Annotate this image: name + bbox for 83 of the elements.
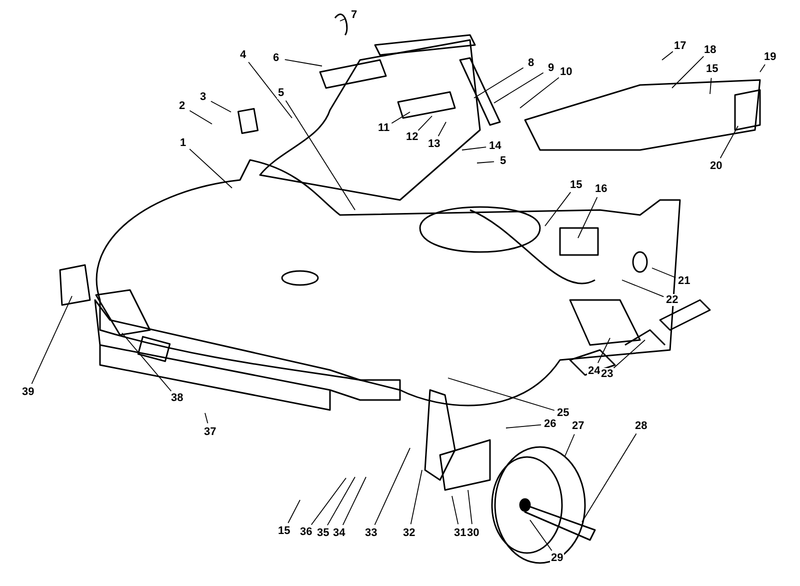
leader-line xyxy=(438,122,446,137)
callout-number: 15 xyxy=(277,525,292,537)
leader-line xyxy=(122,332,172,392)
leader-line xyxy=(448,378,555,411)
callout-number: 34 xyxy=(332,527,346,539)
callout-number: 16 xyxy=(594,183,608,195)
leader-line xyxy=(476,161,494,164)
leader-line xyxy=(506,424,542,428)
callout-number: 4 xyxy=(239,49,248,61)
leader-line xyxy=(418,116,432,131)
leader-line xyxy=(327,476,356,526)
callout-number: 38 xyxy=(170,392,184,404)
callout-number: 6 xyxy=(272,52,280,64)
callout-number: 13 xyxy=(427,138,442,150)
leader-line xyxy=(564,434,575,456)
leader-line xyxy=(597,338,610,364)
leader-line xyxy=(248,62,292,118)
callout-number: 25 xyxy=(556,407,570,419)
leader-line xyxy=(710,78,712,94)
callout-number: 14 xyxy=(488,140,502,152)
callout-number: 23 xyxy=(600,368,614,380)
callout-number: 35 xyxy=(316,527,330,539)
callout-number: 15 xyxy=(705,63,720,75)
leader-line xyxy=(652,268,676,278)
callout-number: 24 xyxy=(587,365,602,377)
callout-number: 21 xyxy=(677,275,692,287)
callout-number: 5 xyxy=(499,155,508,167)
callout-number: 18 xyxy=(703,44,718,56)
leader-line xyxy=(544,192,572,226)
leader-line xyxy=(285,100,356,210)
leader-line xyxy=(204,412,208,424)
leader-line xyxy=(342,476,366,526)
callout-number: 2 xyxy=(178,100,186,112)
leader-line xyxy=(31,296,72,384)
callout-number: 1 xyxy=(179,137,188,149)
callout-number: 11 xyxy=(377,122,391,134)
leader-line xyxy=(462,146,487,150)
callout-number: 30 xyxy=(466,527,480,539)
callout-number: 33 xyxy=(364,527,378,539)
callout-number: 26 xyxy=(543,418,558,430)
callout-number: 15 xyxy=(569,179,584,191)
callout-number: 9 xyxy=(547,62,556,74)
leader-line xyxy=(760,64,766,72)
callout-number: 39 xyxy=(21,386,36,398)
leader-line xyxy=(189,110,212,124)
leader-line xyxy=(374,448,410,526)
leader-line xyxy=(520,77,560,108)
leader-line xyxy=(310,478,346,526)
leader-line xyxy=(288,500,300,524)
leader-line xyxy=(578,196,598,238)
leader-line xyxy=(613,340,646,368)
leader-line xyxy=(391,112,410,124)
callout-number: 10 xyxy=(559,66,574,78)
leader-line xyxy=(474,67,524,98)
leader-line xyxy=(468,490,472,524)
callout-number: 20 xyxy=(709,160,724,172)
callout-number: 37 xyxy=(203,426,218,438)
leader-line xyxy=(284,59,322,66)
leader-line xyxy=(720,126,738,159)
callout-number: 8 xyxy=(527,57,536,69)
callout-number: 36 xyxy=(299,526,314,538)
callout-number: 5 xyxy=(277,87,286,99)
callout-number: 19 xyxy=(763,51,778,63)
leader-line xyxy=(494,72,544,104)
callout-number: 28 xyxy=(634,420,648,432)
leader-line xyxy=(672,56,704,88)
callout-number: 3 xyxy=(199,91,208,103)
callout-number: 12 xyxy=(405,131,420,143)
leader-line xyxy=(410,470,422,525)
callout-number: 22 xyxy=(665,294,680,306)
callout-number: 7 xyxy=(350,9,358,21)
leader-line xyxy=(452,496,459,525)
callout-number: 31 xyxy=(453,527,468,539)
leader-line xyxy=(622,280,664,298)
leader-line xyxy=(189,148,232,188)
leader-line xyxy=(582,433,637,522)
callout-number: 32 xyxy=(402,527,416,539)
leader-line xyxy=(340,18,346,22)
callout-number: 29 xyxy=(550,552,564,564)
leader-line xyxy=(210,100,232,112)
callout-number: 17 xyxy=(673,40,688,52)
callout-number: 27 xyxy=(571,420,586,432)
leader-line xyxy=(662,51,674,60)
